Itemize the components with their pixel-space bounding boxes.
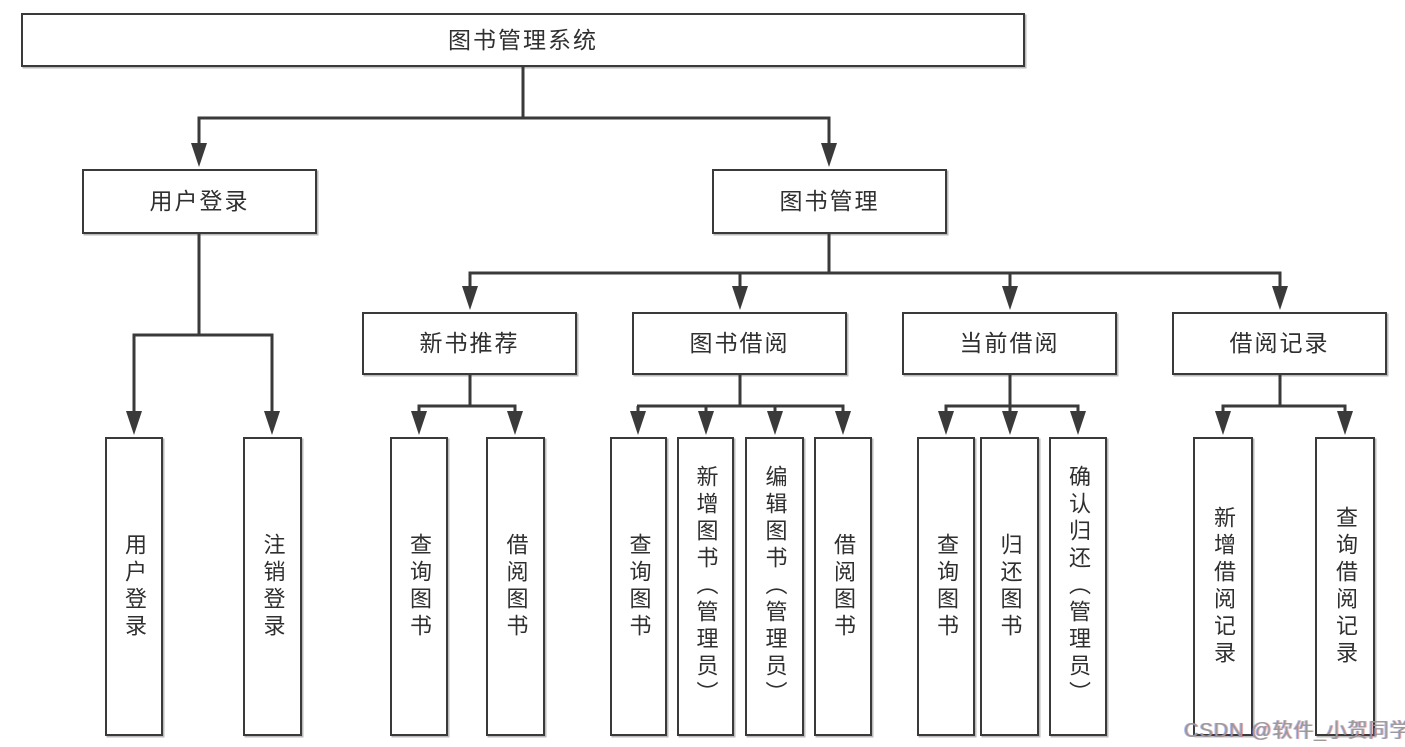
leaf-logout-login: 注销登录 (243, 437, 302, 736)
node-user-login: 用户登录 (82, 169, 317, 234)
node-book-borrow: 图书借阅 (632, 312, 847, 375)
node-borrow-record: 借阅记录 (1172, 312, 1387, 375)
node-current-borrow: 当前借阅 (902, 312, 1117, 375)
leaf-bookborrow-borrow-book: 借阅图书 (814, 437, 872, 736)
node-book-management: 图书管理 (712, 169, 947, 234)
leaf-bookborrow-query-book: 查询图书 (610, 437, 667, 736)
node-root: 图书管理系统 (21, 13, 1025, 67)
leaf-newbook-borrow-book: 借阅图书 (486, 437, 545, 736)
node-new-book-recommend: 新书推荐 (362, 312, 577, 375)
leaf-bookborrow-add-book-admin: 新增图书（管理员） (677, 437, 734, 736)
leaf-bookborrow-edit-book-admin: 编辑图书（管理员） (745, 437, 804, 736)
leaf-newbook-query-book: 查询图书 (390, 437, 448, 736)
leaf-borrowrecord-query-record: 查询借阅记录 (1315, 437, 1375, 736)
leaf-borrowrecord-add-record: 新增借阅记录 (1193, 437, 1253, 736)
leaf-currentborrow-return-book: 归还图书 (980, 437, 1039, 736)
leaf-currentborrow-query-book: 查询图书 (917, 437, 975, 736)
leaf-user-login: 用户登录 (105, 437, 163, 736)
csdn-watermark: CSDN @软件_小贺同学 (1184, 720, 1405, 742)
leaf-currentborrow-confirm-return-admin: 确认归还（管理员） (1049, 437, 1107, 736)
